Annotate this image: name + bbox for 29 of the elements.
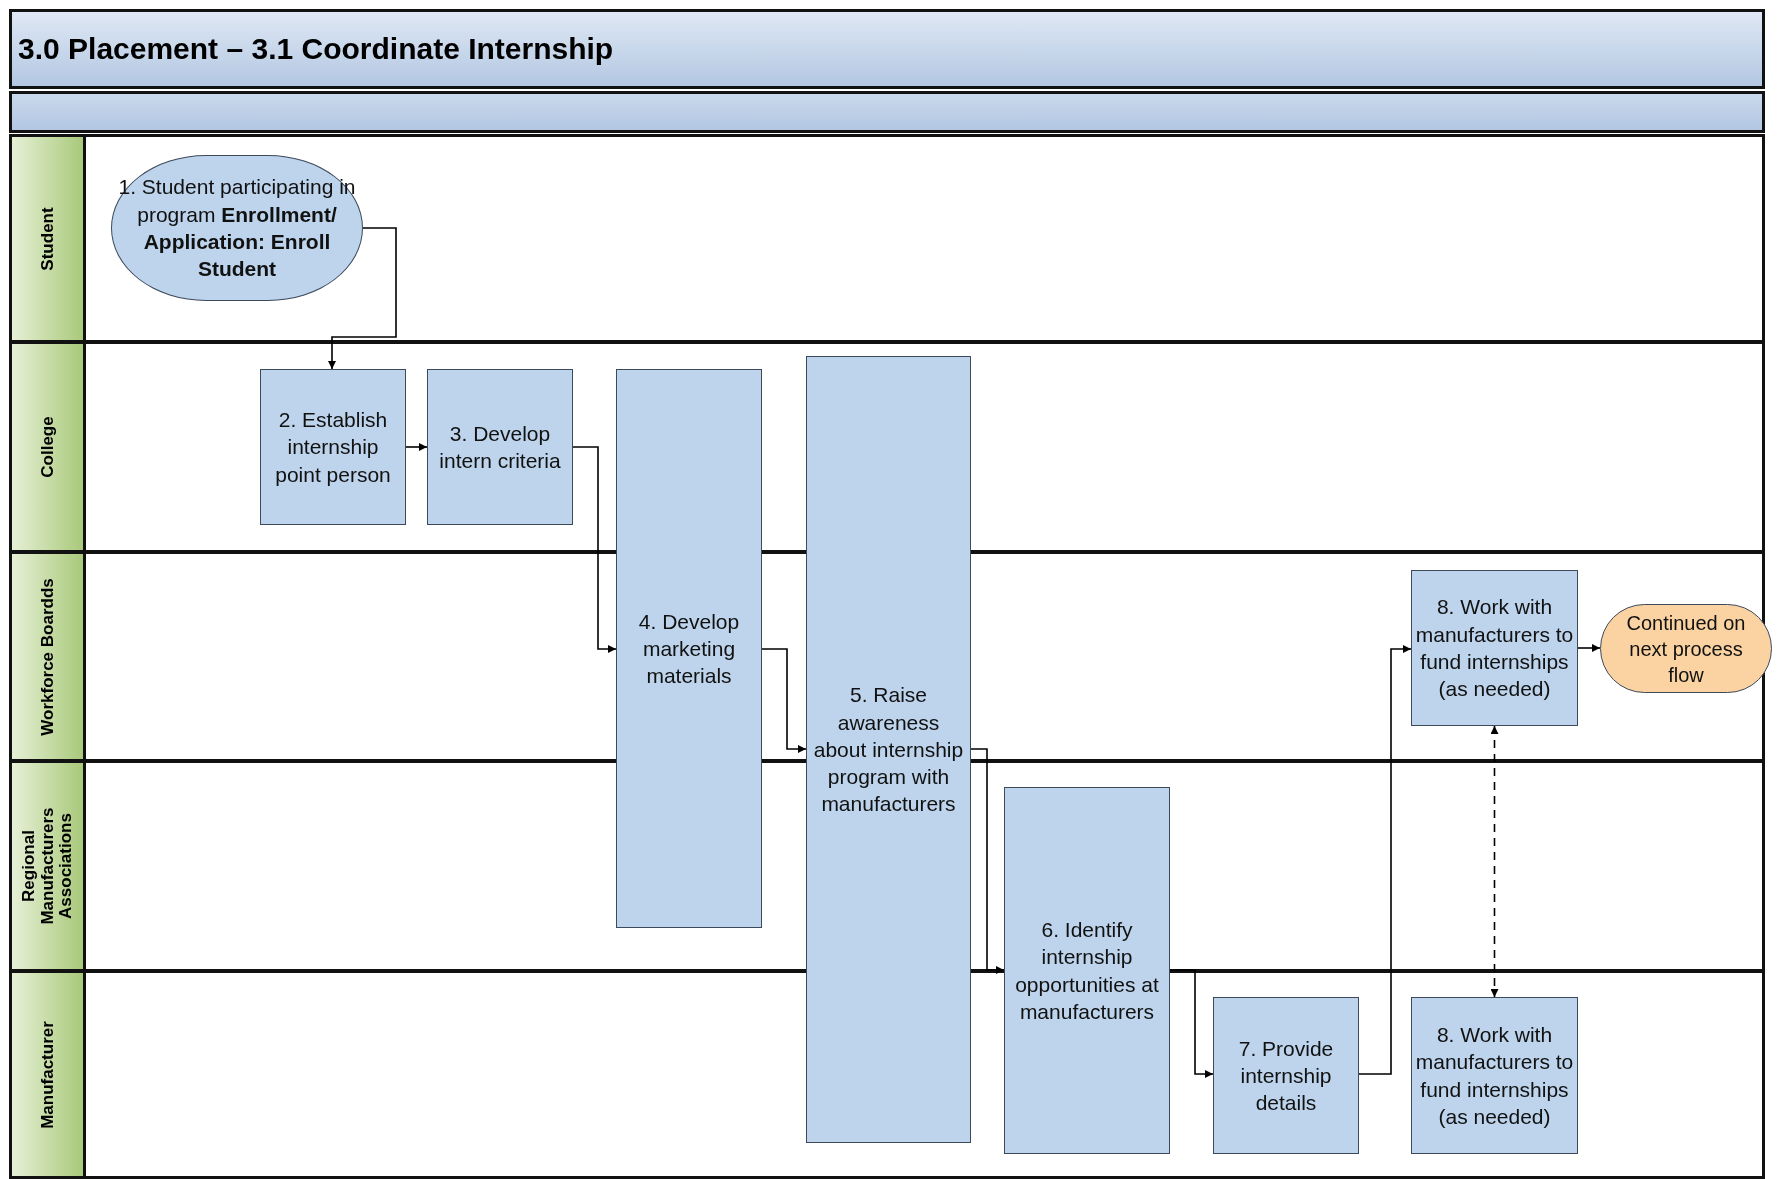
lane-header (12, 137, 86, 340)
process-box: 2. Establish internship point person (260, 369, 406, 525)
connector-arrow (761, 648, 807, 753)
end-terminator: Continued on next process flow (1600, 604, 1772, 693)
connector-arrow (1490, 725, 1499, 998)
lane-label: Regional Manufacturers Associations (19, 806, 76, 927)
lane-label: Workforce Boardds (38, 577, 57, 736)
lane-label: Student (38, 206, 57, 271)
connector-arrow (328, 227, 397, 370)
connector-arrow (1169, 969, 1214, 1078)
lane-label: College (38, 416, 57, 478)
process-box: 5. Raise awareness about internship program with manufacturers (806, 356, 971, 1143)
lane-header (12, 344, 86, 550)
connector-arrow (970, 748, 1005, 974)
process-box: 3. Develop intern criteria (427, 369, 573, 525)
lane-label: Manufacturer (38, 1020, 57, 1129)
process-box: 7. Provide internship details (1213, 997, 1359, 1154)
process-box: 8. Work with manufacturers to fund internships (as needed) (1411, 570, 1578, 726)
process-box: 8. Work with manufacturers to fund internships (as needed) (1411, 997, 1578, 1154)
connector-arrow (405, 443, 428, 451)
title-bar: 3.0 Placement – 3.1 Coordinate Internship (9, 9, 1765, 89)
lane-header (12, 763, 86, 969)
lane-header (12, 554, 86, 759)
process-box: 4. Develop marketing materials (616, 369, 762, 928)
lane-header (12, 973, 86, 1176)
process-box: 6. Identify internship opportunities at manufacturers (1004, 787, 1170, 1154)
connector-arrow (1358, 645, 1412, 1075)
connector-arrow (1577, 644, 1601, 652)
connector-arrow (572, 446, 617, 653)
